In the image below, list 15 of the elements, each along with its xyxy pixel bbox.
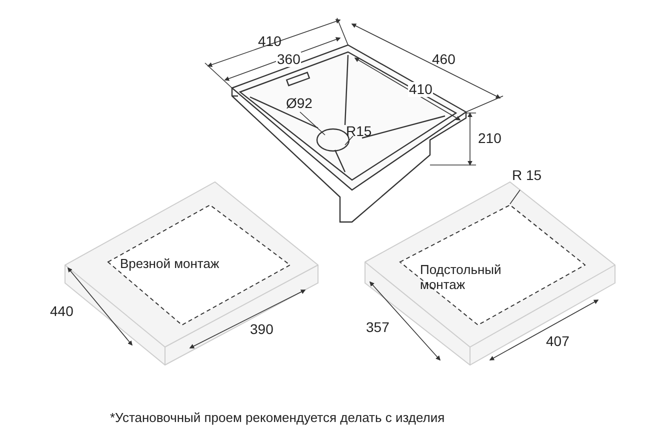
dimension-label: Ø92 [286,96,312,111]
dimension-label: 210 [478,131,502,146]
dimension-label: 410 [408,82,434,97]
dimension-label: 357 [366,320,390,335]
dimension-label: R 15 [512,168,542,183]
dimension-label: 407 [546,334,570,349]
dimension-label: 360 [276,52,302,67]
footnote: *Установочный проем рекомендуется делать с изделия [110,410,445,425]
mounting-label: Врезной монтаж [120,256,220,271]
dimension-label: R15 [346,124,372,139]
dimension-label: 460 [432,52,456,67]
dimension-label: 390 [250,322,274,337]
mounting-label: Подстольный монтаж [420,262,502,292]
dimension-label: 440 [50,304,74,319]
dimension-label: 410 [258,34,282,49]
